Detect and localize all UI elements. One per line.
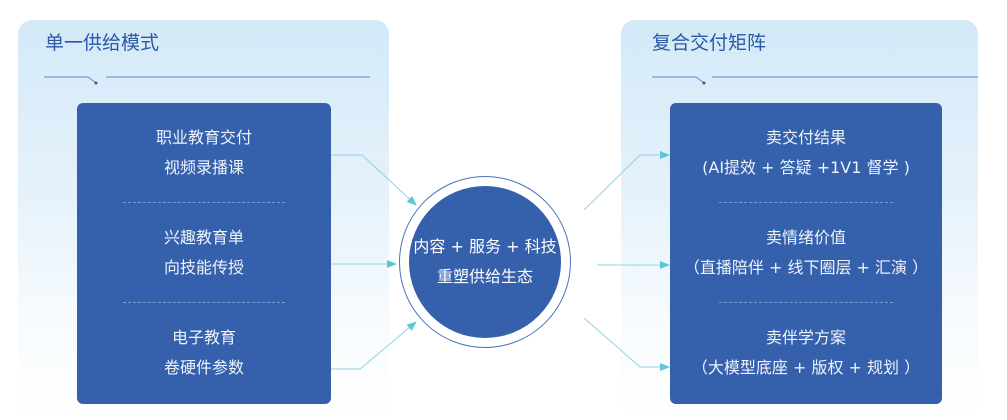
left-panel-title: 单一供给模式 [45,32,160,54]
item-title: 卖情绪价值 [765,228,846,247]
item-subtitle: （大模型底座 + 版权 + 规划 ） [691,358,921,377]
item-subtitle: （直播陪伴 + 线下圈层 + 汇演 ） [683,258,929,277]
divider [718,202,894,203]
arrow-right-3 [583,317,670,371]
center-line2: 重塑供给生态 [436,267,533,286]
divider [122,202,286,203]
arrow-left-1 [331,154,417,206]
item-title: 卖伴学方案 [765,328,846,347]
item-title: 电子教育 [171,328,236,347]
item-title: 卖交付结果 [765,128,846,147]
right-item: 卖情绪价值 （直播陪伴 + 线下圈层 + 汇演 ） [670,203,942,303]
item-subtitle: (AI提效 + 答疑 +1V1 督学 ) [702,158,910,177]
item-subtitle: 向技能传授 [163,258,244,277]
item-subtitle: 视频录播课 [163,158,244,177]
right-item: 卖交付结果 (AI提效 + 答疑 +1V1 督学 ) [670,103,942,203]
right-title-underline [652,76,705,84]
arrow-right-1 [583,151,670,211]
left-item: 职业教育交付视频录播课 [77,103,331,203]
item-subtitle: 卷硬件参数 [163,358,244,377]
center-circle: 内容 + 服务 + 科技 重塑供给生态 [409,186,561,338]
arrow-left-3 [331,321,417,370]
divider [718,302,894,303]
left-card: 职业教育交付视频录播课 兴趣教育单向技能传授 电子教育卷硬件参数 [77,103,331,404]
center-line1: 内容 + 服务 + 科技 [413,237,557,256]
left-item: 兴趣教育单向技能传授 [77,203,331,303]
right-item: 卖伴学方案 （大模型底座 + 版权 + 规划 ） [670,303,942,403]
item-title: 兴趣教育单 [163,228,244,247]
divider [122,302,286,303]
left-title-underline [44,76,97,84]
right-panel-title: 复合交付矩阵 [652,32,767,54]
item-title: 职业教育交付 [155,128,252,147]
right-card: 卖交付结果 (AI提效 + 答疑 +1V1 督学 ) 卖情绪价值 （直播陪伴 + 线… [670,103,942,404]
left-item: 电子教育卷硬件参数 [77,303,331,403]
